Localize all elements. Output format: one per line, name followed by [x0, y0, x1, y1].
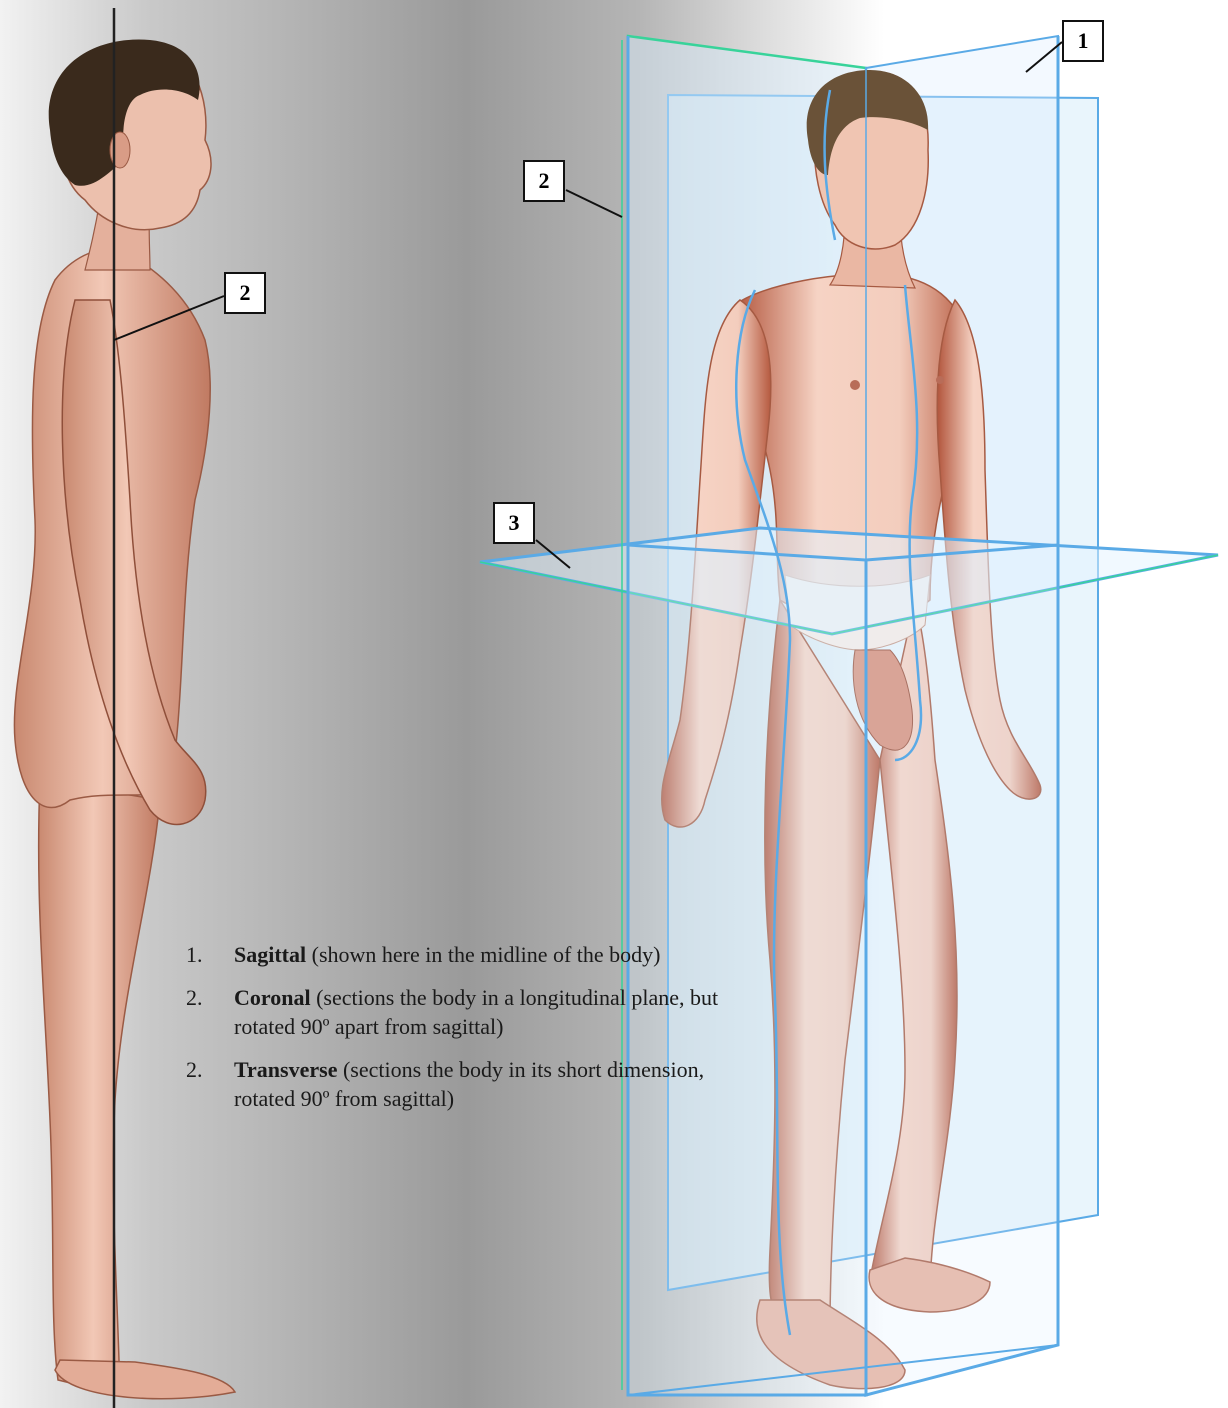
- legend-term: Sagittal: [234, 942, 306, 967]
- callout-2-left: 2: [224, 272, 266, 314]
- callout-3: 3: [493, 502, 535, 544]
- legend-number: 2.: [186, 983, 234, 1041]
- legend-item-sagittal: 1. Sagittal (shown here in the midline o…: [186, 940, 746, 969]
- legend-item-transverse: 2. Transverse (sections the body in its …: [186, 1055, 746, 1113]
- callout-label: 3: [509, 510, 520, 536]
- legend-term: Coronal: [234, 985, 311, 1010]
- legend-text: Transverse (sections the body in its sho…: [234, 1055, 746, 1113]
- callout-label: 1: [1078, 28, 1089, 54]
- legend-number: 2.: [186, 1055, 234, 1113]
- legend-item-coronal: 2. Coronal (sections the body in a longi…: [186, 983, 746, 1041]
- plane-legend: 1. Sagittal (shown here in the midline o…: [186, 940, 746, 1127]
- coronal-plane: [866, 545, 1058, 1395]
- legend-description: (shown here in the midline of the body): [306, 942, 660, 967]
- callout-2-right: 2: [523, 160, 565, 202]
- callout-2-right-leader: [566, 190, 622, 217]
- callout-label: 2: [539, 168, 550, 194]
- legend-text: Sagittal (shown here in the midline of t…: [234, 940, 661, 969]
- callout-1: 1: [1062, 20, 1104, 62]
- side-view-figure: [14, 40, 235, 1399]
- callout-label: 2: [240, 280, 251, 306]
- legend-number: 1.: [186, 940, 234, 969]
- legend-term: Transverse: [234, 1057, 337, 1082]
- legend-text: Coronal (sections the body in a longitud…: [234, 983, 746, 1041]
